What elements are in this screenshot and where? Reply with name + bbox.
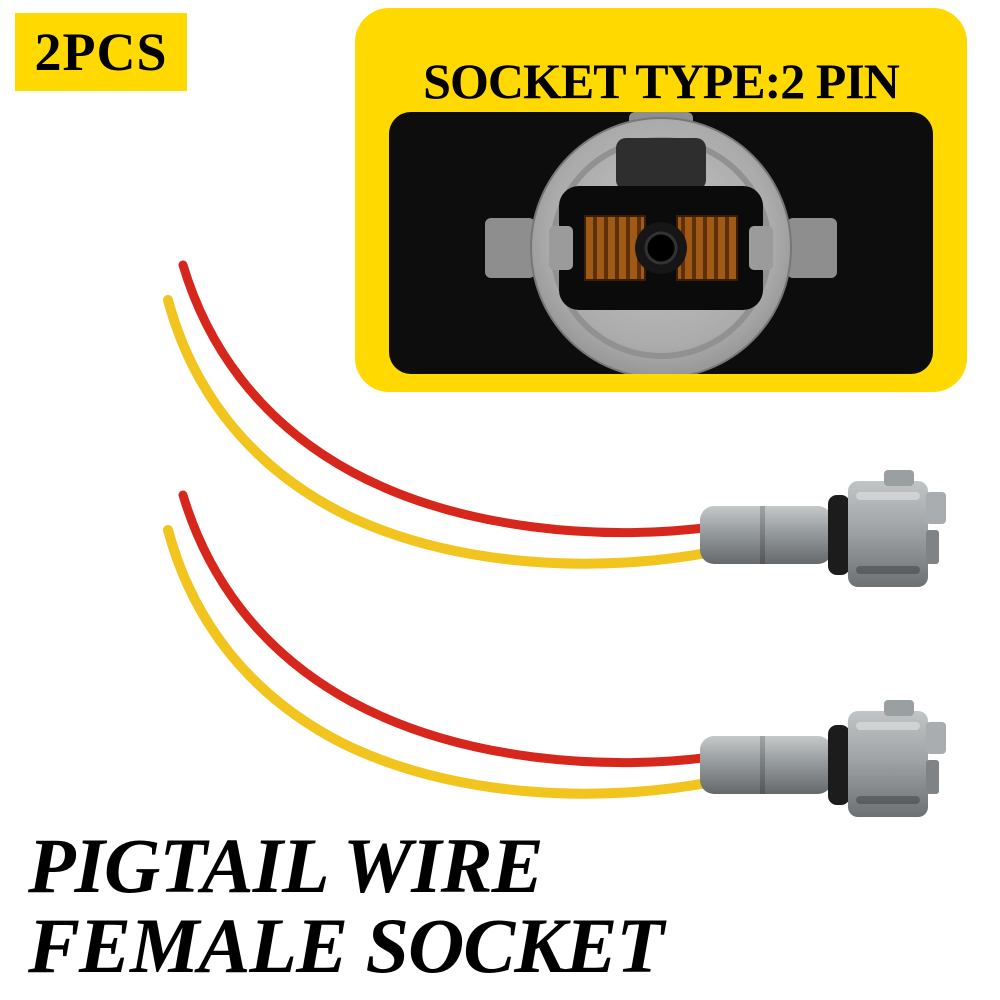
socket-key-slot bbox=[616, 138, 706, 190]
terminal-right bbox=[676, 215, 738, 281]
socket-side-tab-right bbox=[749, 226, 773, 270]
quantity-badge-label: 2PCS bbox=[34, 22, 168, 82]
caption-line-1: PIGTAIL WIRE bbox=[28, 822, 544, 909]
quantity-badge: 2PCS bbox=[15, 13, 187, 91]
socket-face bbox=[485, 112, 837, 374]
socket-closeup-photo bbox=[389, 112, 933, 374]
caption-line-2: FEMALE SOCKET bbox=[28, 901, 664, 989]
center-hole bbox=[644, 231, 678, 265]
pigtail-unit-1 bbox=[168, 265, 946, 587]
socket-type-panel: SOCKET TYPE:2 PIN bbox=[355, 8, 967, 392]
product-caption: PIGTAIL WIRE FEMALE SOCKET bbox=[28, 822, 664, 989]
socket-side-tab-left bbox=[549, 226, 573, 270]
socket-type-title: SOCKET TYPE:2 PIN bbox=[423, 53, 900, 109]
